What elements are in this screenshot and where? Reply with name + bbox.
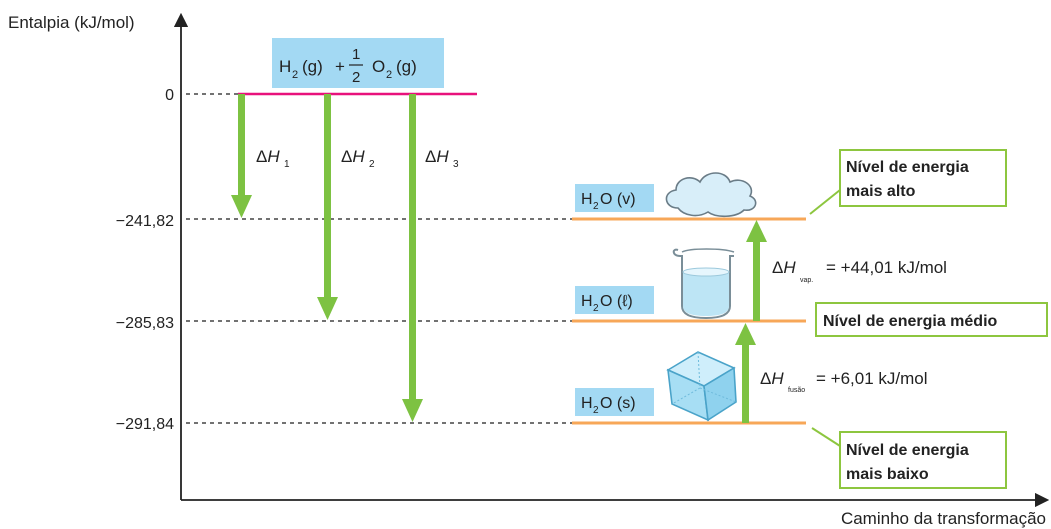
svg-text:2: 2	[369, 159, 375, 170]
vapor-label: H 2 O (v)	[575, 184, 654, 212]
svg-text:2: 2	[593, 303, 599, 314]
arrow-vaporization	[746, 220, 767, 321]
tick-label-241: −241,82	[116, 213, 174, 230]
callout-high-energy: Nível de energia mais alto	[809, 149, 1007, 215]
svg-text:= +6,01 kJ/mol: = +6,01 kJ/mol	[816, 369, 928, 388]
svg-text:H: H	[279, 57, 291, 76]
svg-text:O (ℓ): O (ℓ)	[600, 293, 633, 310]
svg-text:mais alto: mais alto	[846, 183, 916, 200]
reactant-formula: H 2 (g) + 1 2 O 2 (g)	[279, 46, 417, 86]
svg-text:mais baixo: mais baixo	[846, 466, 929, 483]
svg-text:2: 2	[593, 201, 599, 212]
svg-text:H: H	[581, 191, 593, 208]
svg-text:2: 2	[386, 69, 392, 81]
svg-text:3: 3	[453, 159, 459, 170]
svg-text:Nível de energia: Nível de energia	[846, 442, 969, 459]
arrow-fusion	[735, 323, 756, 423]
svg-text:Nível de energia: Nível de energia	[846, 159, 969, 176]
liquid-label: H 2 O (ℓ)	[575, 286, 654, 314]
cloud-icon	[665, 172, 757, 218]
delta-h1-label: ΔH 1	[256, 147, 290, 170]
tick-label-0: 0	[165, 87, 174, 104]
solid-label: H 2 O (s)	[575, 388, 654, 416]
arrow-delta-h2	[317, 94, 338, 320]
delta-h3-label: ΔH 3	[425, 147, 459, 170]
svg-text:H: H	[581, 293, 593, 310]
svg-text:(g): (g)	[396, 57, 417, 76]
svg-text:ΔH: ΔH	[256, 147, 280, 166]
svg-text:O: O	[372, 57, 385, 76]
tick-label-285: −285,83	[116, 315, 174, 332]
svg-text:O (v): O (v)	[600, 191, 636, 208]
delta-h-fusion-label: ΔH fusão = +6,01 kJ/mol	[760, 369, 928, 394]
svg-text:(g): (g)	[302, 57, 323, 76]
svg-text:Nível de energia médio: Nível de energia médio	[823, 313, 998, 330]
svg-text:+: +	[335, 57, 345, 76]
arrow-delta-h1	[231, 94, 252, 218]
svg-text:2: 2	[352, 69, 360, 86]
x-axis-label: Caminho da transformação	[841, 509, 1046, 528]
reactant-label-box	[272, 38, 444, 88]
svg-text:1: 1	[352, 46, 360, 63]
callout-low-energy: Nível de energia mais baixo	[811, 427, 1007, 489]
svg-text:2: 2	[292, 69, 298, 81]
svg-text:ΔH: ΔH	[425, 147, 449, 166]
ice-cube-icon	[666, 351, 737, 422]
svg-text:fusão: fusão	[788, 387, 805, 394]
svg-text:= +44,01 kJ/mol: = +44,01 kJ/mol	[826, 258, 947, 277]
y-axis-label: Entalpia (kJ/mol)	[8, 13, 135, 32]
delta-h2-label: ΔH 2	[341, 147, 375, 170]
delta-h-vap-label: ΔH vap. = +44,01 kJ/mol	[772, 258, 947, 284]
svg-text:ΔH: ΔH	[772, 258, 796, 277]
svg-text:2: 2	[593, 405, 599, 416]
svg-text:O (s): O (s)	[600, 395, 636, 412]
arrow-delta-h3	[402, 94, 423, 422]
svg-text:ΔH: ΔH	[341, 147, 365, 166]
svg-text:ΔH: ΔH	[760, 369, 784, 388]
callout-medium-energy: Nível de energia médio	[815, 302, 1048, 337]
svg-text:1: 1	[284, 159, 290, 170]
beaker-icon	[672, 248, 735, 320]
svg-text:H: H	[581, 395, 593, 412]
tick-label-291: −291,84	[116, 416, 174, 433]
svg-text:vap.: vap.	[800, 277, 813, 284]
